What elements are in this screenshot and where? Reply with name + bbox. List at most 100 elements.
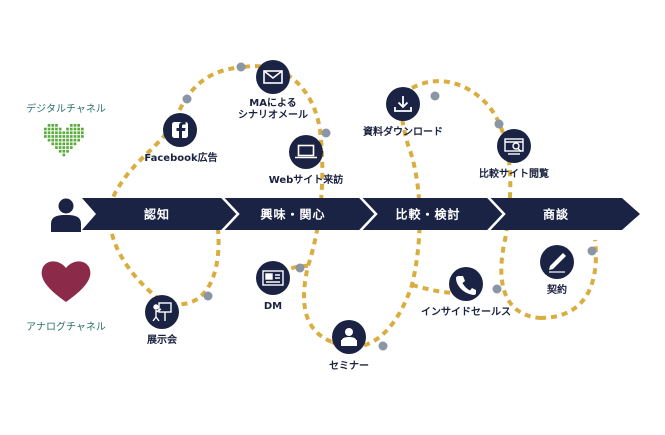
- journey-path-segment: [411, 79, 541, 320]
- compare-site-icon: [504, 138, 524, 155]
- touchpoint-circle: [497, 129, 531, 163]
- touchpoint-circle: [289, 135, 323, 169]
- analog-channel-label: アナログチャネル: [26, 322, 106, 333]
- touchpoint-ma: [256, 60, 290, 94]
- heart-pixel: [58, 149, 62, 153]
- facebook-icon: [172, 122, 188, 138]
- mail-icon: [263, 70, 283, 84]
- heart-pixel: [44, 135, 47, 138]
- presentation-icon: [152, 302, 172, 322]
- heart-pixel: [77, 124, 80, 127]
- heart-pixel: [62, 142, 66, 146]
- journey-path-segment: [411, 283, 469, 295]
- touchpoint-dm: [256, 261, 290, 295]
- process-arrow: [82, 196, 640, 232]
- heart-pixel: [69, 135, 73, 138]
- heart-pixel: [69, 142, 73, 146]
- heart-pixel: [69, 131, 73, 135]
- stage-comparison: 比較・検討: [395, 207, 461, 222]
- heart-pixel: [77, 131, 80, 135]
- touchpoint-label-contract: 契約: [547, 285, 567, 296]
- heart-pixel: [69, 124, 73, 127]
- digital-channel-label: デジタルチャネル: [26, 104, 106, 115]
- heart-pixel: [58, 127, 62, 131]
- heart-pixel: [73, 124, 77, 127]
- heart-pixel: [77, 135, 80, 138]
- heart-pixel: [66, 138, 69, 142]
- phone-icon: [456, 276, 476, 295]
- heart-pixel: [77, 127, 80, 131]
- heart-pixel: [73, 142, 77, 146]
- heart-pixel: [51, 131, 55, 135]
- touchpoint-label-ma: MAによる シナリオメール: [238, 98, 308, 121]
- heart-pixel: [62, 153, 66, 157]
- journey-dots: [182, 62, 597, 351]
- heart-pixel: [51, 135, 55, 138]
- heart-pixel: [81, 127, 84, 131]
- heart-pixel: [58, 131, 62, 135]
- heart-pixel: [47, 124, 51, 127]
- connector-dot: [494, 119, 504, 129]
- heart-pixel: [73, 138, 77, 142]
- heart-pixel: [81, 135, 84, 138]
- laptop-icon: [295, 144, 317, 159]
- heart-pixel: [66, 127, 69, 131]
- journey-path-segment: [107, 65, 245, 302]
- heart-pixel: [62, 149, 66, 153]
- heart-pixel: [69, 138, 73, 142]
- heart-pixel: [69, 146, 73, 149]
- stage-divider: [487, 196, 506, 232]
- heart-pixel: [62, 135, 66, 138]
- analog-heart-icon: [41, 261, 91, 302]
- touchpoint-label-web: Webサイト来訪: [268, 175, 344, 186]
- heart-pixel: [62, 138, 66, 142]
- heart-pixel: [58, 146, 62, 149]
- heart-pixel: [77, 138, 80, 142]
- pen-icon: [549, 253, 566, 273]
- connector-dot: [182, 94, 192, 104]
- touchpoint-circle: [256, 261, 290, 295]
- digital-heart-icon: [44, 124, 84, 157]
- speaker-icon: [341, 328, 357, 346]
- touchpoint-web: [289, 135, 323, 169]
- touchpoint-download: [386, 87, 420, 121]
- touchpoint-seminar: [332, 320, 366, 354]
- stage-interest: 興味・関心: [260, 207, 326, 222]
- heart-pixel: [66, 131, 69, 135]
- heart-pixel: [44, 131, 47, 135]
- heart-pixel: [73, 127, 77, 131]
- journey-path-segment: [243, 64, 333, 344]
- touchpoint-facebook: [163, 113, 197, 147]
- process-arrow-body: [82, 198, 640, 230]
- heart-pixel: [66, 149, 69, 153]
- touchpoint-expo: [145, 295, 179, 329]
- heart-pixel: [73, 131, 77, 135]
- heart-pixel: [47, 131, 51, 135]
- connector-dot: [587, 246, 597, 256]
- heart-pixel: [44, 127, 47, 131]
- connector-dot: [378, 341, 388, 351]
- heart-pixel: [55, 131, 58, 135]
- letter-icon: [262, 270, 284, 286]
- touchpoint-label-insidesales: インサイドセールス: [421, 307, 511, 318]
- stage-divider: [359, 196, 378, 232]
- heart-pixel: [47, 138, 51, 142]
- stage-divider: [221, 196, 240, 232]
- customer-person-icon: [51, 198, 81, 232]
- heart-pixel: [55, 124, 58, 127]
- heart-pixel: [66, 146, 69, 149]
- heart-pixel: [55, 135, 58, 138]
- connector-dot: [203, 291, 213, 301]
- heart-pixel: [66, 135, 69, 138]
- stage-negotiation: 商談: [542, 207, 570, 222]
- heart-pixel: [58, 138, 62, 142]
- heart-pixel: [69, 127, 73, 131]
- download-icon: [394, 96, 412, 112]
- heart-pixel: [58, 142, 62, 146]
- heart-pixel: [55, 142, 58, 146]
- touchpoint-label-seminar: セミナー: [329, 361, 369, 372]
- heart-pixel: [47, 135, 51, 138]
- touchpoint-label-expo: 展示会: [147, 335, 177, 346]
- touchpoint-label-facebook: Facebook広告: [144, 153, 218, 164]
- heart-pixel: [81, 131, 84, 135]
